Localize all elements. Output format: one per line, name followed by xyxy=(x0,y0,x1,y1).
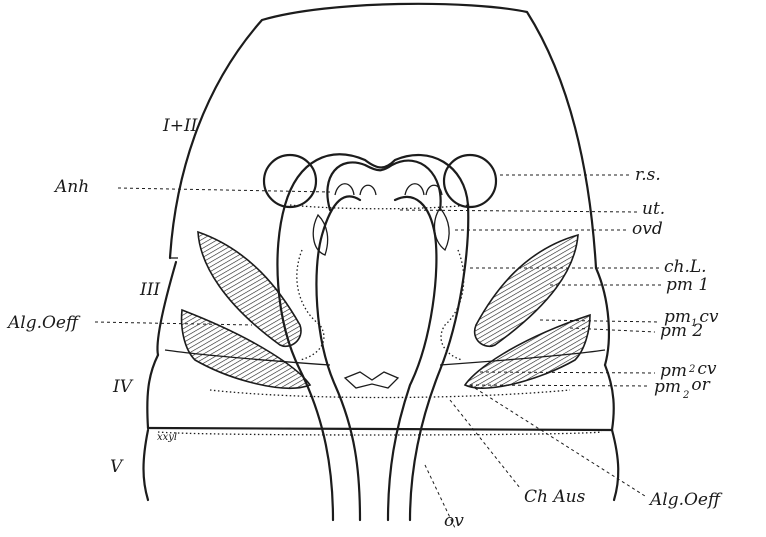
ventral-plate xyxy=(345,372,398,388)
segment-1-2-outline xyxy=(170,4,596,268)
label-alg-oeff-bottom: Alg.Oeff xyxy=(648,490,723,510)
anh-loop-3 xyxy=(405,184,424,195)
segment-5-outline-left xyxy=(144,430,149,500)
segment-label-i-ii: I+II xyxy=(162,116,198,136)
segment-label-iii: III xyxy=(139,280,160,300)
leader-chaus xyxy=(450,400,520,488)
label-pm2or-sub: 2 xyxy=(682,390,689,401)
label-alg-oeff-left: Alg.Oeff xyxy=(6,313,81,333)
genital-tract-inner xyxy=(316,196,436,520)
receptaculum-left xyxy=(264,155,316,207)
label-pm2cv-sub: 2 xyxy=(688,364,695,375)
oviduct-left xyxy=(313,215,327,255)
label-ovd: ovd xyxy=(632,219,663,239)
label-anh: Anh xyxy=(53,177,89,197)
label-ut: ut. xyxy=(642,199,665,219)
anh-loop-1 xyxy=(335,184,354,195)
label-ch-aus: Ch Aus xyxy=(524,487,586,507)
segment-4-outline-left xyxy=(147,355,158,428)
segment-3-outline-left xyxy=(157,262,176,355)
leader-alg-left xyxy=(95,322,252,325)
uterus-dotted-line xyxy=(290,205,470,209)
label-pm2or-tail: or xyxy=(691,375,710,395)
segment-label-v: V xyxy=(110,457,124,477)
segment-5-outline-right xyxy=(612,430,618,500)
segment-4-outline-right xyxy=(605,365,614,430)
label-rs: r.s. xyxy=(635,165,661,185)
label-pm2or-main: pm xyxy=(654,377,681,397)
segment-5-dotted-line xyxy=(158,432,602,435)
label-pm2: pm 2 xyxy=(660,321,703,341)
chitin-dotted-left xyxy=(297,250,324,360)
segment-4-dotted-arc xyxy=(210,390,570,398)
leader-alg-bottom xyxy=(470,385,645,496)
segment-label-iv: IV xyxy=(112,377,134,397)
label-ov: ov xyxy=(444,511,464,531)
label-pm1: pm 1 xyxy=(666,275,709,295)
leader-pm1cv xyxy=(540,320,660,322)
label-chl: ch.L. xyxy=(664,257,707,277)
receptaculum-right xyxy=(444,155,496,207)
label-xxyl: xxyl xyxy=(157,432,177,443)
anh-loop-2 xyxy=(360,185,376,195)
leader-anh xyxy=(118,188,330,192)
chitin-dotted-right xyxy=(441,250,464,360)
segment-4-5-border xyxy=(148,428,612,430)
leader-ut xyxy=(400,210,638,212)
